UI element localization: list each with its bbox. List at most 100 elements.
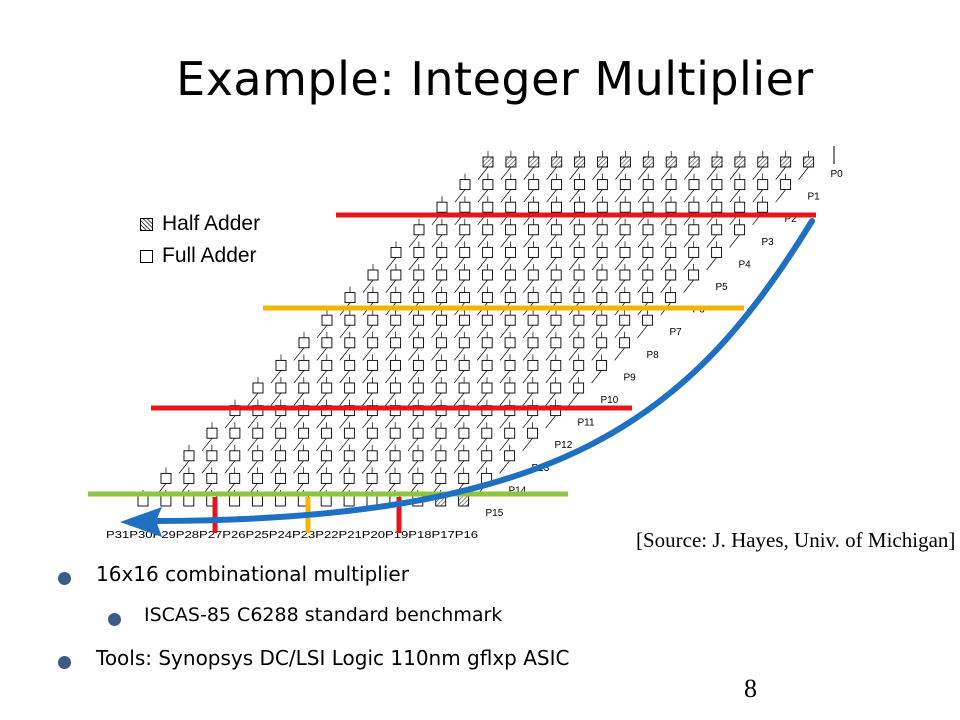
full-adder-cell	[734, 201, 746, 213]
full-adder-cell	[275, 450, 287, 462]
full-adder-cell	[412, 450, 424, 462]
full-adder-cell	[550, 359, 562, 371]
arrowhead-icon	[120, 507, 162, 537]
full-adder-cell	[711, 246, 723, 258]
full-adder-cell	[642, 246, 654, 258]
carry-wire	[500, 189, 512, 203]
full-adder-cell	[275, 427, 287, 439]
half-adder-cell	[734, 156, 746, 168]
carry-wire	[591, 370, 602, 384]
full-adder-cell	[229, 495, 241, 507]
full-adder-cell	[642, 269, 654, 281]
full-adder-cell	[550, 382, 562, 394]
full-adder-cell	[389, 382, 401, 394]
full-adder-cell	[206, 427, 218, 439]
carry-wire	[385, 370, 396, 384]
full-adder-cell	[574, 179, 585, 191]
full-adder-cell	[458, 472, 470, 484]
half-adder-icon	[140, 218, 153, 231]
half-adder-cell	[619, 156, 631, 168]
full-adder-cell	[435, 472, 447, 484]
carry-wire	[545, 392, 556, 406]
half-adder-cell	[688, 156, 700, 168]
full-adder-cell	[366, 427, 378, 439]
full-adder-cell	[482, 224, 494, 236]
carry-wire	[660, 257, 672, 271]
carry-wire	[729, 234, 740, 248]
slide-title: Example: Integer Multiplier	[176, 52, 814, 106]
carry-wire	[614, 234, 626, 248]
carry-wire	[499, 324, 511, 339]
full-adder-cell	[665, 292, 677, 304]
half-adder-cell	[458, 495, 470, 507]
carry-wire	[431, 370, 442, 384]
full-adder-cell	[160, 495, 172, 507]
carry-wire	[454, 189, 466, 203]
full-adder-cell	[297, 472, 309, 484]
full-adder-cell	[390, 269, 402, 281]
bullet-text: 16x16 combinational multiplier	[96, 562, 409, 586]
carry-wire	[293, 415, 304, 429]
output-label-row: P31P30P29P28P27P26P25P24P23P22P21P20P19P…	[106, 530, 479, 541]
carry-wire	[362, 392, 373, 406]
full-adder-cell	[459, 246, 471, 258]
carry-wire	[476, 370, 488, 384]
full-adder-cell	[504, 292, 516, 304]
carry-wire	[546, 257, 557, 271]
full-adder-cell	[711, 201, 723, 213]
full-adder-cell	[482, 201, 494, 213]
carry-wire	[270, 370, 282, 384]
full-adder-cell	[481, 450, 493, 462]
full-adder-cell	[366, 472, 378, 484]
full-adder-cell	[459, 224, 471, 236]
output-label: P12	[555, 440, 573, 451]
output-label: P10	[601, 395, 619, 406]
carry-wire	[384, 460, 396, 474]
full-adder-cell	[390, 337, 402, 349]
carry-wire	[362, 324, 374, 339]
full-adder-cell	[551, 201, 562, 213]
full-adder-cell	[344, 314, 356, 326]
full-adder-cell	[550, 314, 562, 326]
half-adder-cell	[574, 156, 586, 168]
full-adder-cell	[435, 450, 447, 462]
full-adder-cell	[481, 314, 493, 326]
full-adder-cell	[320, 495, 332, 507]
output-label: P11	[578, 418, 595, 429]
carry-wire	[637, 279, 649, 293]
full-adder-cell	[619, 179, 631, 191]
carry-wire	[523, 189, 534, 203]
full-adder-cell	[344, 337, 356, 349]
full-adder-cell	[504, 450, 516, 462]
full-adder-cell	[573, 359, 585, 371]
full-adder-cell	[458, 314, 470, 326]
carry-wire	[224, 437, 236, 452]
output-label: P2	[785, 214, 798, 225]
bullet-text: Tools: Synopsys DC/LSI Logic 110nm gflxp…	[96, 646, 570, 670]
full-adder-cell	[413, 246, 425, 258]
output-label: P14	[509, 485, 527, 496]
full-adder-cell	[344, 382, 356, 394]
full-adder-cell	[780, 179, 792, 191]
full-adder-cell	[482, 269, 493, 281]
full-adder-cell	[619, 292, 631, 304]
full-adder-cell	[482, 179, 494, 191]
carry-wire	[660, 279, 671, 293]
carry-wire	[408, 279, 420, 293]
full-adder-cell	[458, 450, 470, 462]
full-adder-cell	[321, 359, 333, 371]
full-adder-cell	[573, 246, 585, 258]
full-adder-cell	[573, 292, 585, 304]
carry-wire	[683, 166, 695, 180]
bullet-dot-icon	[58, 656, 71, 669]
carry-wire	[316, 324, 328, 339]
full-adder-icon	[140, 250, 153, 263]
full-adder-cell	[298, 382, 310, 394]
carry-wire	[615, 166, 626, 180]
carry-wire	[545, 370, 557, 384]
full-adder-cell	[459, 269, 471, 281]
half-adder-cell	[665, 156, 677, 168]
full-adder-cell	[275, 382, 287, 394]
half-adder-cell	[803, 156, 815, 168]
carry-wire	[752, 189, 763, 203]
